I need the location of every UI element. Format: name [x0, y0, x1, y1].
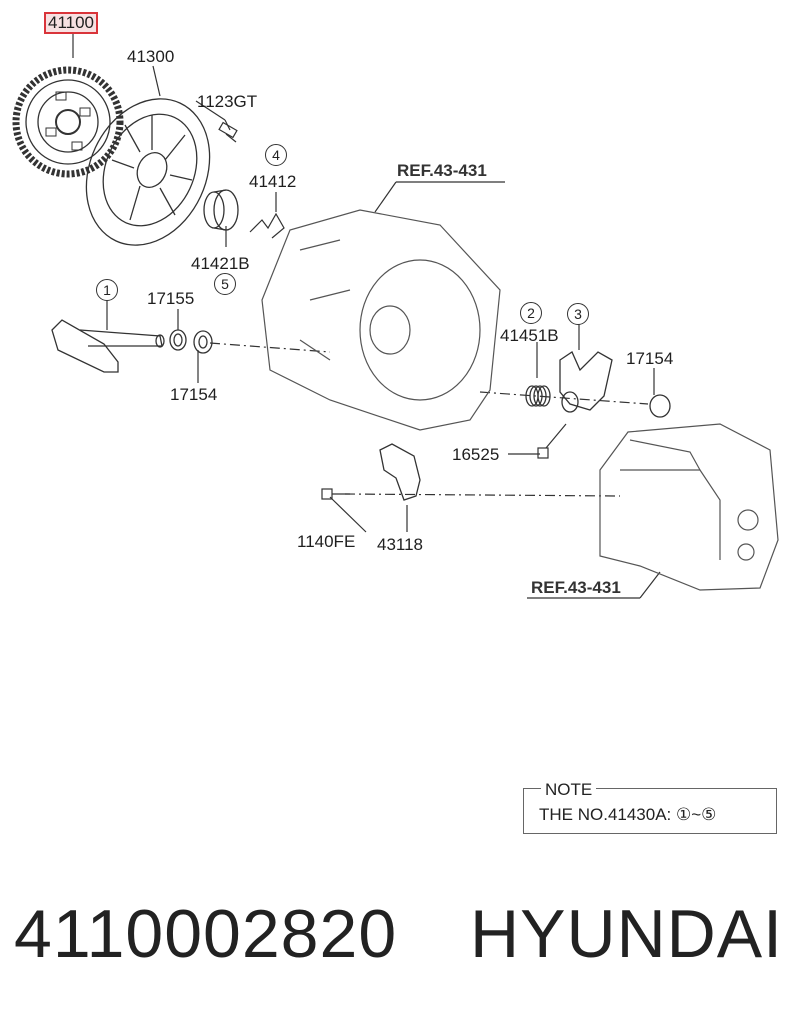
note-title: NOTE [541, 780, 597, 800]
part-label-41100[interactable]: 41100 [44, 12, 99, 34]
callout-3[interactable]: 3 [567, 303, 589, 325]
reference-label-top[interactable]: REF.43-431 [397, 161, 487, 180]
bolt-1140fe-drawing [321, 488, 350, 500]
part-label-17154[interactable]: 17154 [626, 349, 674, 368]
part-label-43118[interactable]: 43118 [377, 535, 424, 554]
release-fork-drawing [559, 351, 613, 413]
part-label-41421b[interactable]: 41421B [191, 254, 250, 273]
bushing-drawing [193, 330, 213, 354]
reference-label-bottom[interactable]: REF.43-431 [531, 578, 621, 597]
pressure-plate-drawing [85, 98, 211, 246]
part-label-17154[interactable]: 17154 [170, 385, 218, 404]
bolt-drawing [218, 121, 238, 143]
callout-2[interactable]: 2 [520, 302, 542, 324]
clutch-disc-drawing [12, 66, 124, 178]
bolt-16525-drawing [537, 423, 567, 459]
bushing-drawing [649, 394, 671, 418]
release-bearing-drawing [203, 189, 239, 231]
callout-5[interactable]: 5 [214, 273, 236, 295]
transaxle-housing-drawing [261, 209, 501, 431]
exploded-parts-diagram [12, 32, 779, 599]
part-label-17155[interactable]: 17155 [147, 289, 195, 308]
note-box [523, 788, 777, 834]
fork-shaft-drawing [51, 319, 165, 373]
gearbox-case-drawing [599, 423, 779, 591]
part-label-41300[interactable]: 41300 [127, 47, 175, 66]
note-text: THE NO.41430A: ①~⑤ [539, 805, 717, 824]
clip-drawing [249, 212, 285, 239]
part-label-16525[interactable]: 16525 [452, 445, 500, 464]
part-number: 4110002820 [14, 896, 398, 972]
part-label-41412[interactable]: 41412 [249, 172, 297, 191]
brand-name: HYUNDAI [470, 896, 784, 972]
spring-drawing [525, 385, 551, 407]
part-label-41451b[interactable]: 41451B [500, 326, 559, 345]
callout-1[interactable]: 1 [96, 279, 118, 301]
bracket-drawing [379, 443, 421, 501]
bushing-drawing [169, 329, 187, 351]
part-label-1140fe[interactable]: 1140FE [297, 532, 356, 551]
callout-4[interactable]: 4 [265, 144, 287, 166]
part-label-1123gt[interactable]: 1123GT [197, 92, 258, 111]
